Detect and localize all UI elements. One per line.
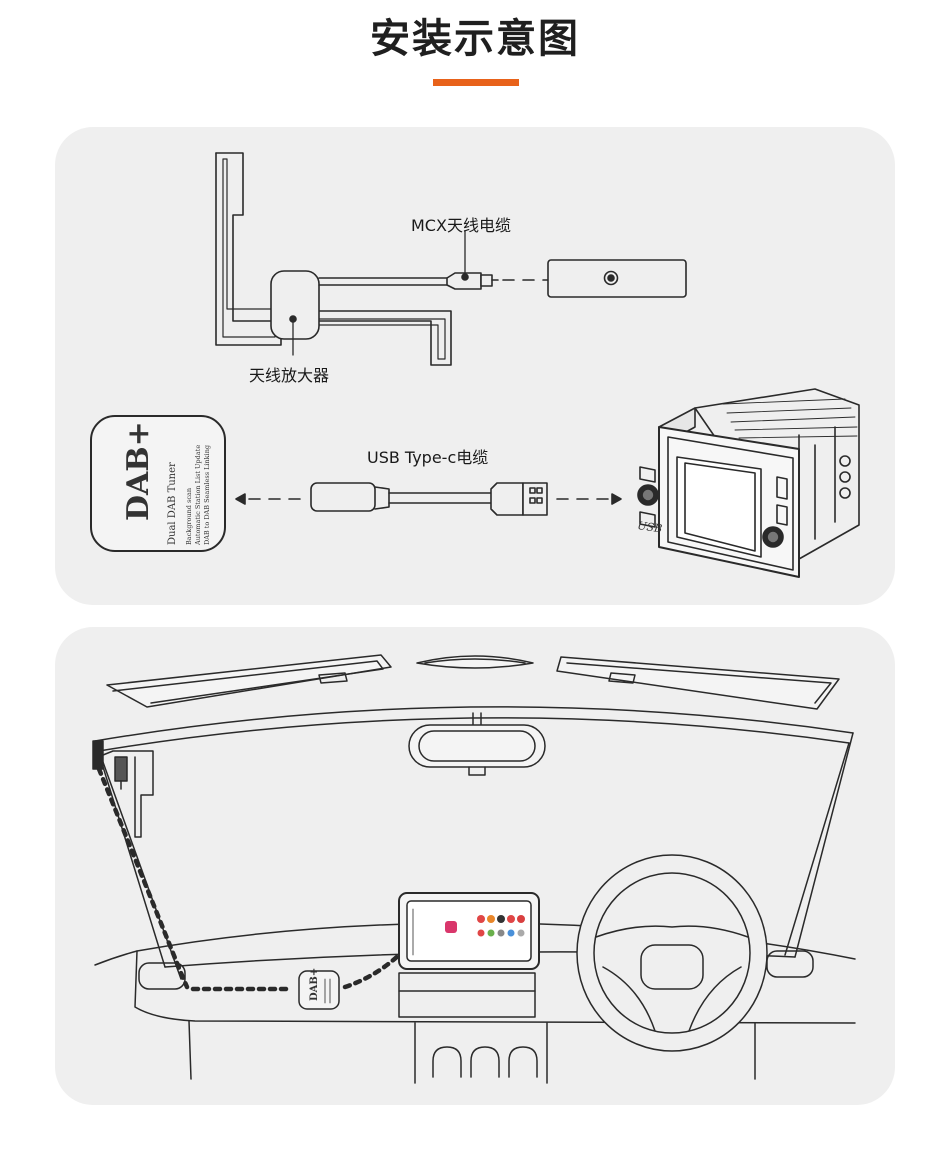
components-diagram: MCX天线电缆 天线放大器 USB Type-c电缆 DAB+ Dual DAB… — [90, 152, 860, 578]
title-accent-bar — [433, 79, 519, 86]
amplifier-label: 天线放大器 — [249, 366, 329, 385]
installed-dab-module: DAB+ — [298, 968, 340, 1010]
module-feature-1: Background scan — [185, 488, 193, 545]
head-unit: USB — [637, 388, 860, 578]
usb-cable — [235, 482, 622, 516]
mcx-cable-label: MCX天线电缆 — [411, 216, 511, 235]
components-panel: MCX天线电缆 天线放大器 USB Type-c电缆 DAB+ Dual DAB… — [55, 127, 895, 605]
usb-cable-label: USB Type-c电缆 — [367, 448, 488, 467]
installed-dab-logo: DAB+ — [309, 968, 320, 1001]
sun-visors — [106, 654, 840, 710]
infotainment-screen — [398, 892, 540, 970]
rearview-mirror — [408, 712, 546, 776]
car-installation-panel: DAB+ — [55, 627, 895, 1105]
dab-logo: DAB+ — [121, 421, 156, 521]
installed-antenna — [92, 740, 154, 838]
module-title: Dual DAB Tuner — [167, 462, 178, 545]
page-title: 安装示意图 — [370, 16, 580, 62]
amplifier — [270, 270, 448, 356]
module-feature-3: DAB to DAB Seamless Linking — [203, 445, 211, 545]
head-unit-usb-label: USB — [637, 519, 663, 535]
antenna-strip — [215, 152, 452, 366]
steering-wheel — [576, 854, 768, 1052]
dab-module: DAB+ Dual DAB Tuner Background scan Auto… — [90, 415, 226, 552]
receiver-box — [547, 259, 687, 298]
car-interior-diagram: DAB+ — [92, 654, 856, 1084]
module-feature-2: Automatic Station List Update — [194, 445, 202, 546]
